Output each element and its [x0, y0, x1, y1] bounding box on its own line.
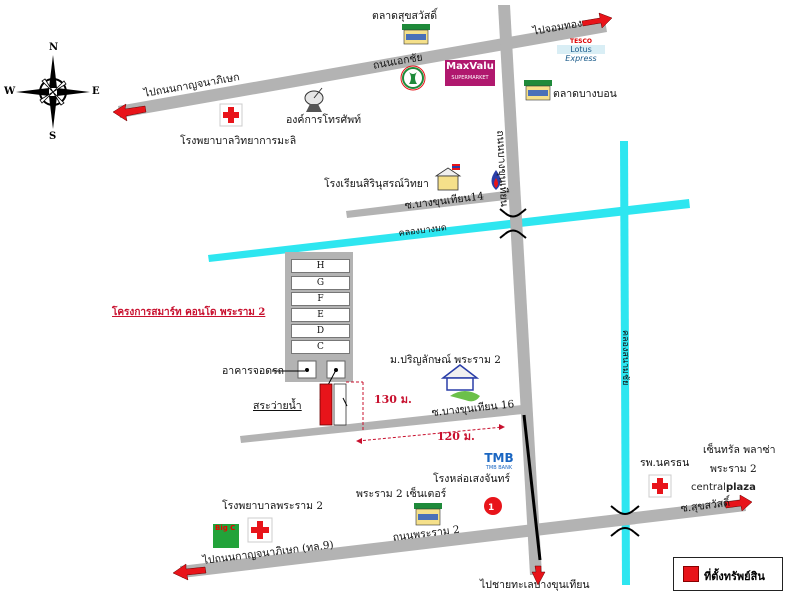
legend-property-swatch [683, 566, 699, 582]
market-icon [524, 80, 552, 101]
plaza-text: plaza [725, 482, 756, 493]
village-icon [440, 364, 480, 402]
label-south-dest: ไปชายทะเลบางขุนเทียน [480, 579, 590, 591]
label-pool: สระว่ายน้ำ [253, 400, 302, 412]
map-legend: ที่ตั้งทรัพย์สิน [673, 557, 783, 591]
property-outline [333, 383, 347, 426]
foundry-icon: 1 [484, 497, 502, 515]
hospital-icon [247, 517, 273, 543]
property-site [319, 383, 333, 426]
tmb-sub: TMB BANK [485, 465, 513, 471]
road-bangkhunthian [498, 5, 542, 575]
arrow-south [531, 565, 546, 586]
bigc-logo: Big C [213, 524, 239, 548]
hospital-icon [648, 474, 672, 498]
building-c: C [291, 340, 350, 354]
label-hospital-vithaya: โรงพยาบาลวิทยาการมะลิ [180, 135, 297, 147]
compass-south: S [49, 131, 57, 142]
lotus-text: Lotus [557, 45, 605, 54]
label-market-bangbon: ตลาดบางบอน [553, 88, 617, 100]
tesco-text: TESCO [569, 38, 593, 45]
road-soi14 [346, 190, 514, 218]
label-central-line2: พระราม 2 [710, 463, 757, 475]
bigc-text: Big C [215, 524, 236, 532]
gas-station-icon [491, 170, 501, 190]
market-icon [402, 24, 430, 45]
compass-rose [16, 55, 90, 129]
central-text: central [691, 482, 726, 493]
maxvalu-text: MaxValu [446, 61, 494, 72]
legend-label: ที่ตั้งทรัพย์สิน [704, 570, 765, 583]
label-school: โรงเรียนสิรินุสรณ์วิทยา [324, 178, 429, 190]
compass-east: E [92, 86, 100, 97]
road-ekkachai [118, 20, 607, 118]
arrow-east-top [581, 12, 613, 29]
distance-120-line [357, 426, 504, 442]
canal-bangmot [208, 199, 690, 262]
bank-icon [400, 65, 426, 91]
label-hospital-nakhon: รพ.นครธน [640, 457, 690, 469]
road-divider [522, 414, 542, 561]
building-g: G [291, 276, 350, 290]
road-rama2 [180, 499, 746, 578]
label-hospital-rama2: โรงพยาบาลพระราม 2 [222, 500, 324, 512]
arrow-west-top [112, 103, 147, 122]
tmb-logo: TMB TMB BANK [482, 451, 516, 472]
label-market-suksawat: ตลาดสุขสวัสดิ์ [372, 10, 438, 22]
label-project: โครงการสมาร์ท คอนโด พระราม 2 [112, 307, 266, 318]
compass-north: N [49, 42, 59, 53]
maxvalu-sub: SUPERMARKET [451, 75, 489, 81]
label-rama2-center: พระราม 2 เซ็นเตอร์ [356, 488, 447, 500]
tmb-text: TMB [484, 451, 514, 465]
label-canal-sanamchai: คลองสนามชัย [620, 330, 630, 386]
distance-120: 120 ม. [437, 430, 475, 443]
building-d: D [291, 324, 350, 338]
road-soi16 [240, 405, 523, 443]
canal-sanamchai [620, 141, 630, 585]
compass-west: W [4, 86, 16, 97]
maxvalu-logo: MaxValu SUPERMARKET [445, 60, 495, 86]
label-tot: องค์การโทรศัพท์ [286, 114, 362, 126]
hospital-icon [219, 103, 243, 127]
satellite-icon [304, 87, 324, 112]
arrow-east-bottom [724, 494, 753, 512]
building-e: E [291, 308, 350, 322]
bridge-bangmot [499, 208, 527, 239]
express-text: Express [565, 54, 597, 63]
arrow-west-bottom [172, 563, 207, 581]
market-icon [414, 503, 442, 526]
school-icon [434, 164, 462, 191]
label-prinlarp: ม.ปริญลักษณ์ พระราม 2 [390, 354, 501, 366]
central-plaza-logo: centralplaza [691, 482, 756, 493]
svg-text:1: 1 [488, 503, 494, 513]
bridge-sanamchai [610, 505, 640, 537]
building-f: F [291, 292, 350, 306]
label-foundry: โรงหล่อเสงจันทร์ [433, 473, 511, 485]
label-central-line1: เซ็นทรัล พลาซ่า [703, 444, 776, 456]
tesco-lotus-logo: TESCO Lotus Express [557, 38, 605, 63]
distance-130: 130 ม. [374, 393, 412, 406]
label-parking: อาคารจอดรถ [222, 365, 285, 377]
building-h: H [291, 259, 350, 273]
